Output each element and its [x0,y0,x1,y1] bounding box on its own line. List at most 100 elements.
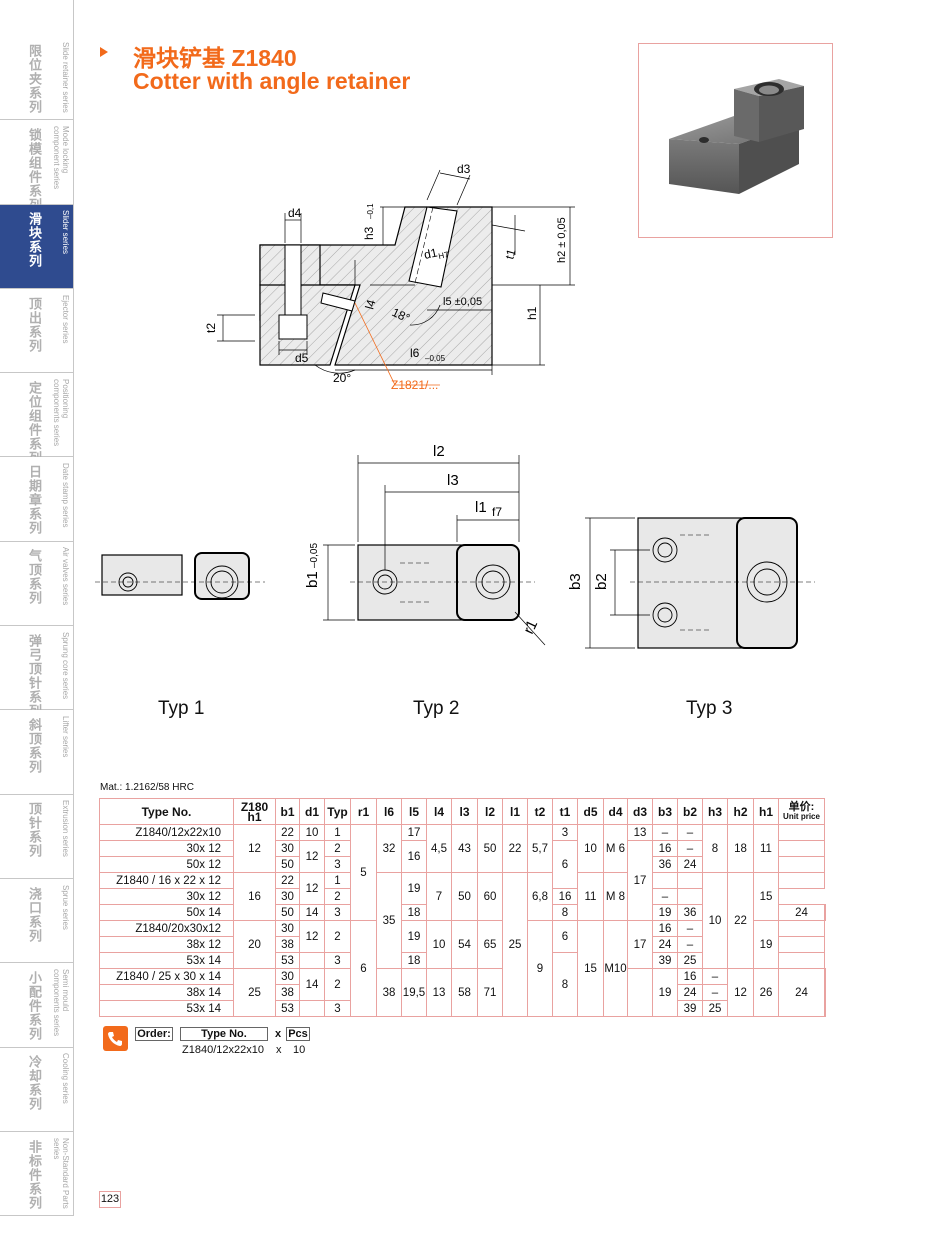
b1: 30 [275,920,300,937]
l6: 38 [376,968,402,1017]
b1: 53 [275,952,300,969]
dim-b2: b2 [593,573,610,590]
b2: – [677,920,703,937]
t1: 8 [552,952,578,1017]
page-title-cn: 滑块铲基 Z1840 [133,45,297,71]
l1: 22 [502,824,528,873]
dim-l1: l1 [475,499,487,516]
l4: 13 [426,968,452,1017]
dim-h3: h3 [362,226,376,240]
dim-h1: h1 [525,306,539,320]
t1: 6 [552,920,578,953]
th-price-cn: 单价: [788,800,815,813]
l1 [627,968,653,1017]
th-h1: h1 [753,798,779,825]
l2: 65 [477,920,503,969]
title-marker-icon [100,47,108,57]
unit-price [778,952,825,969]
sidebar-tab-en: Cooling series [61,1053,70,1104]
order-example-type: Z1840/12x22x10 [182,1044,264,1056]
d1: 10 [299,824,325,841]
th-t2: t2 [527,798,553,825]
typ: 2 [324,840,351,857]
sidebar-tab-en: Non-Standard Parts series [52,1137,70,1209]
sidebar-tab-cn: 顶针系列 [27,802,42,859]
dim-f7: f7 [492,505,502,519]
typ: 3 [324,1000,351,1017]
material-note: Mat.: 1.2162/58 HRC [100,782,194,793]
d3: 13 [627,824,653,841]
h3: 12 [727,968,754,1017]
page-title-en: Cotter with angle retainer [133,68,411,94]
typ: 3 [324,904,351,921]
order-type-label: Type No. [180,1027,268,1041]
sidebar-tab-en: Date stamp series [61,463,70,528]
t1: 6 [552,840,578,889]
th-b3: b3 [652,798,678,825]
th-d4: d4 [603,798,628,825]
th-l6: l6 [376,798,402,825]
h1: 11 [753,824,779,873]
th-d5: d5 [577,798,604,825]
order-times: x [275,1028,282,1040]
dim-l3: l3 [447,472,459,489]
l4: 4,5 [426,824,452,873]
l4: 7 [426,872,452,921]
z180-h1: 20 [233,920,276,969]
dim-b1-tol: –0,05 [309,543,320,568]
unit-price [824,984,826,1001]
th-b2: b2 [677,798,703,825]
b2: – [702,968,728,985]
sidebar-tab-en: Slide retainer series [61,41,70,113]
th-typ: Typ [324,798,351,825]
d3: 19 [652,968,678,1017]
t1: 3 [552,824,578,841]
sidebar-tab-en: Slider series [61,210,70,255]
l2: 71 [477,968,503,1017]
b2: – [677,824,703,841]
dim-b3: b3 [567,573,584,590]
dim-d4: d4 [288,206,302,220]
b3: 24 [677,984,703,1001]
ref-z1821: Z1821/... [391,378,438,392]
type-no: 30x 12 [99,888,234,905]
b2: – [652,888,678,905]
unit-price [824,1000,826,1017]
b2: 25 [677,952,703,969]
sidebar-tab-en: Mode locking component series [52,125,70,190]
t2: 9 [527,920,553,1017]
sidebar-tab-cn: 小配件系列 [27,970,42,1041]
b2: 24 [677,856,703,873]
dim-angle-20: 20° [333,371,351,385]
order-pcs-label: Pcs [286,1027,310,1041]
b1: 38 [275,936,300,953]
b3 [652,872,678,889]
typ1-label: Typ 1 [158,698,205,719]
typ: 2 [324,920,351,953]
l3: 43 [451,824,478,873]
typ2-label: Typ 2 [413,698,460,719]
b1: 22 [275,824,300,841]
unit-price [778,872,825,889]
